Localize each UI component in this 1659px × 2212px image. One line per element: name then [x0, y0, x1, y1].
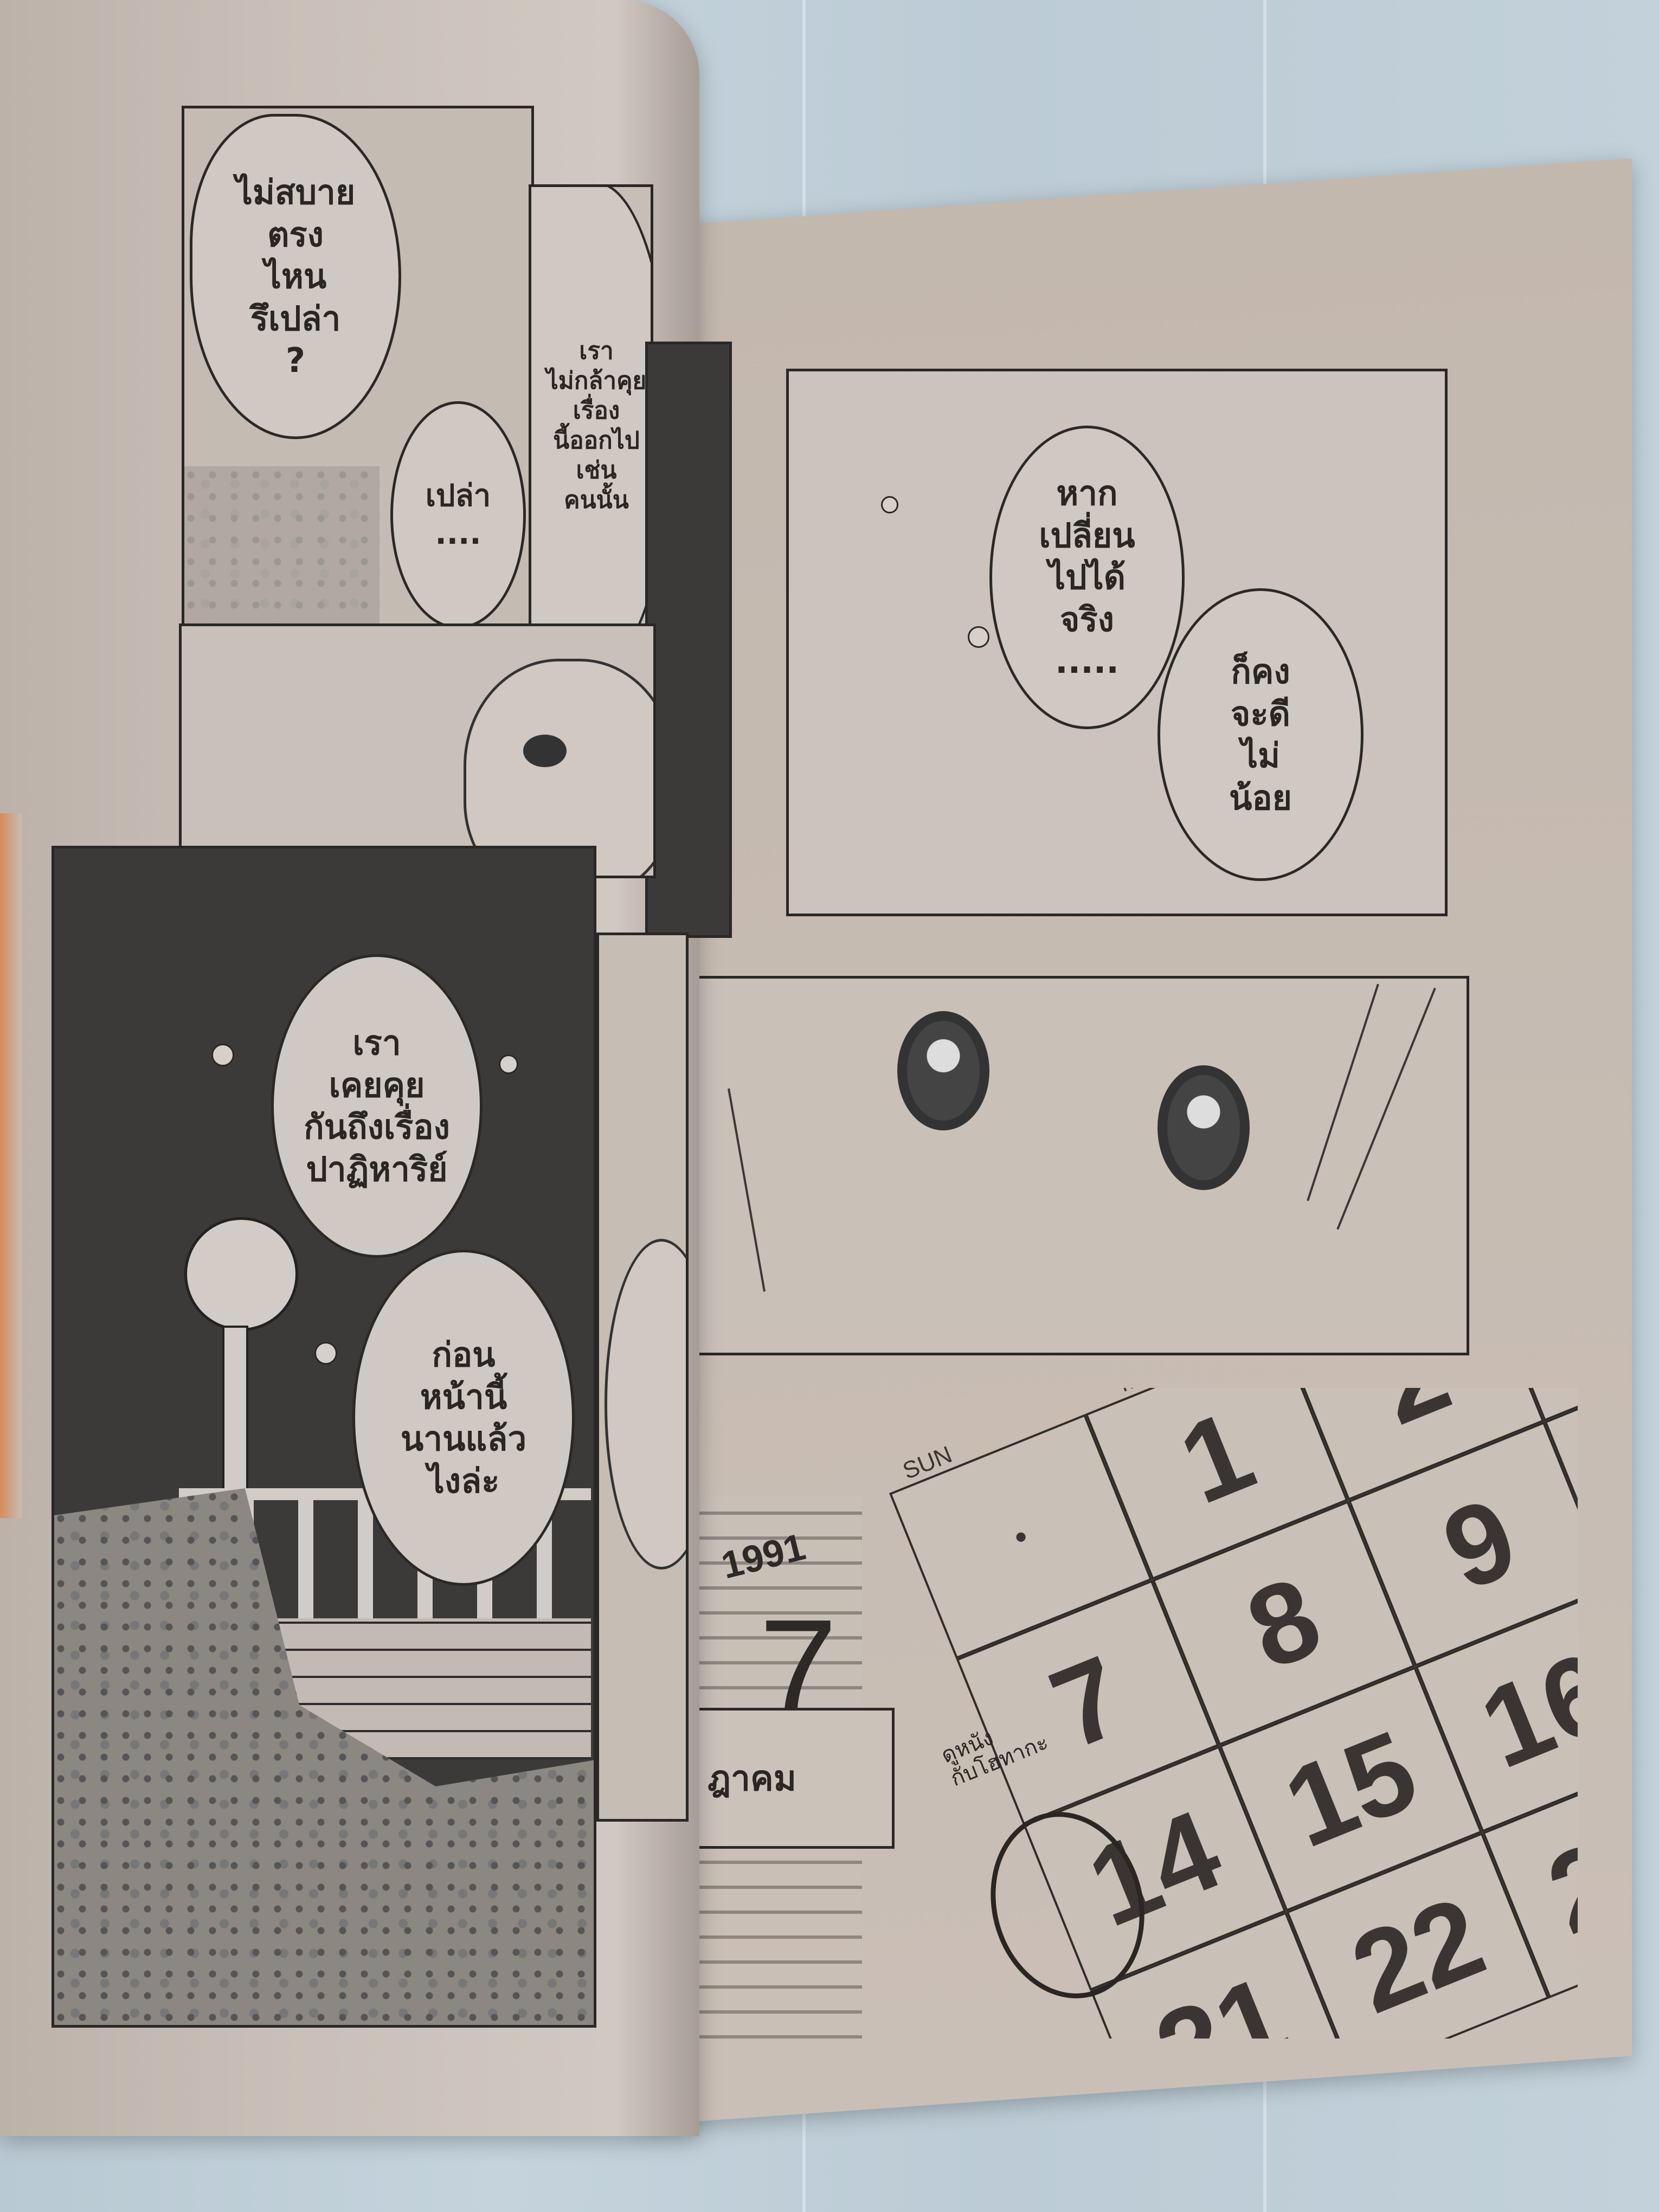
- bubble-line: ก่อน: [432, 1335, 496, 1374]
- bubble-line: เปลี่ยน: [1039, 515, 1135, 555]
- bubble-line: นานแล้ว: [400, 1419, 527, 1458]
- panel-bottom-night: เรา เคยคุย กันถึงเรื่อง ปาฏิหาริย์ ก่อน …: [52, 846, 596, 2028]
- eye-left: [897, 1011, 989, 1130]
- bubble-line: หาก: [1056, 473, 1118, 513]
- hand-drawing: [184, 466, 380, 623]
- bubble-line: เคยคุย: [329, 1065, 425, 1105]
- panel-eyes-closeup: [667, 976, 1469, 1355]
- hair-strand: [1336, 987, 1436, 1230]
- bubble-line: หน้านี้: [420, 1377, 507, 1417]
- bubble-line: ก็คง: [1231, 652, 1290, 691]
- bubble-line: ?: [286, 340, 305, 381]
- speech-bubble: เปล่า ....: [390, 401, 526, 623]
- bubble-line: ไม่สบาย: [235, 172, 356, 213]
- panel-top-left: ไม่สบาย ตรง ไหน รึเปล่า ? เปล่า ....: [182, 106, 534, 626]
- bubble-line: ไหน: [264, 256, 327, 297]
- character-face: [464, 659, 653, 876]
- eye-right: [1158, 1065, 1250, 1190]
- panel-thought: หาก เปลี่ยน ไปได้ จริง ..... ก็คง จะดี ไ…: [786, 369, 1448, 916]
- bubble-line: เปล่า: [425, 478, 491, 513]
- bubble-line: ปาฏิหาริย์: [306, 1149, 448, 1189]
- bubble-line: คนนั้น: [564, 486, 629, 514]
- eye: [523, 735, 567, 767]
- speech-bubble: ก็คง จะดี ไม่ น้อย: [1158, 588, 1364, 881]
- hair-strand: [1307, 983, 1379, 1201]
- bubble-line: ตรง: [267, 214, 324, 254]
- speech-bubble: เรา เคยคุย กันถึงเรื่อง ปาฏิหาริย์: [271, 954, 483, 1258]
- bubble-line: นี้ออกไป: [553, 427, 640, 454]
- bubble-line: .....: [1055, 641, 1119, 681]
- sparkle-dot: [314, 1342, 337, 1365]
- speech-bubble: ก่อน หน้านี้ นานแล้ว ไงล่ะ: [352, 1250, 575, 1586]
- month-label-text: ฎาคม: [708, 1759, 796, 1799]
- speech-bubble: หาก เปลี่ยน ไปได้ จริง .....: [989, 426, 1185, 729]
- girl-face: [605, 1239, 686, 1570]
- cover-edge: [0, 813, 22, 1518]
- bubble-line: รึเปล่า: [250, 298, 341, 338]
- sparkle-dot: [211, 1044, 234, 1066]
- sparkle-dot: [499, 1054, 518, 1074]
- hair-strand: [728, 1088, 766, 1292]
- bubble-line: กันถึงเรื่อง: [304, 1107, 450, 1147]
- panel-top-right: เรา ไม่กล้าคุย เรื่อง นี้ออกไป เช่น คนนั…: [529, 184, 653, 672]
- street-lamp: [184, 1217, 298, 1331]
- bubble-line: ไปได้: [1049, 557, 1126, 597]
- panel-middle-face: [179, 623, 656, 878]
- sparkle-dot: [968, 626, 989, 648]
- sparkle-dot: [881, 496, 898, 513]
- bubble-line: เช่น: [576, 456, 617, 484]
- bubble-line: ไม่กล้าคุย: [546, 367, 647, 395]
- calendar-month-label: ฎาคม: [694, 1708, 895, 1849]
- bubble-line: จะดี: [1231, 693, 1290, 734]
- panel-night-sky-strip: [645, 342, 732, 938]
- bubble-line: ไม่: [1240, 736, 1281, 775]
- left-page: ไม่สบาย ตรง ไหน รึเปล่า ? เปล่า .... เรา…: [0, 0, 732, 2136]
- bubble-line: เรื่อง: [573, 397, 620, 425]
- speech-bubble: เรา ไม่กล้าคุย เรื่อง นี้ออกไป เช่น คนนั…: [531, 187, 651, 670]
- bubble-line: จริง: [1060, 599, 1114, 639]
- bubble-line: ....: [435, 516, 481, 551]
- bubble-line: เรา: [352, 1023, 401, 1063]
- speech-bubble: ไม่สบาย ตรง ไหน รึเปล่า ?: [190, 114, 401, 439]
- panel-girl-profile: [596, 933, 689, 1822]
- bubble-line: ไงล่ะ: [427, 1461, 500, 1501]
- bubble-line: น้อย: [1229, 777, 1292, 818]
- bubble-line: เรา: [579, 337, 614, 365]
